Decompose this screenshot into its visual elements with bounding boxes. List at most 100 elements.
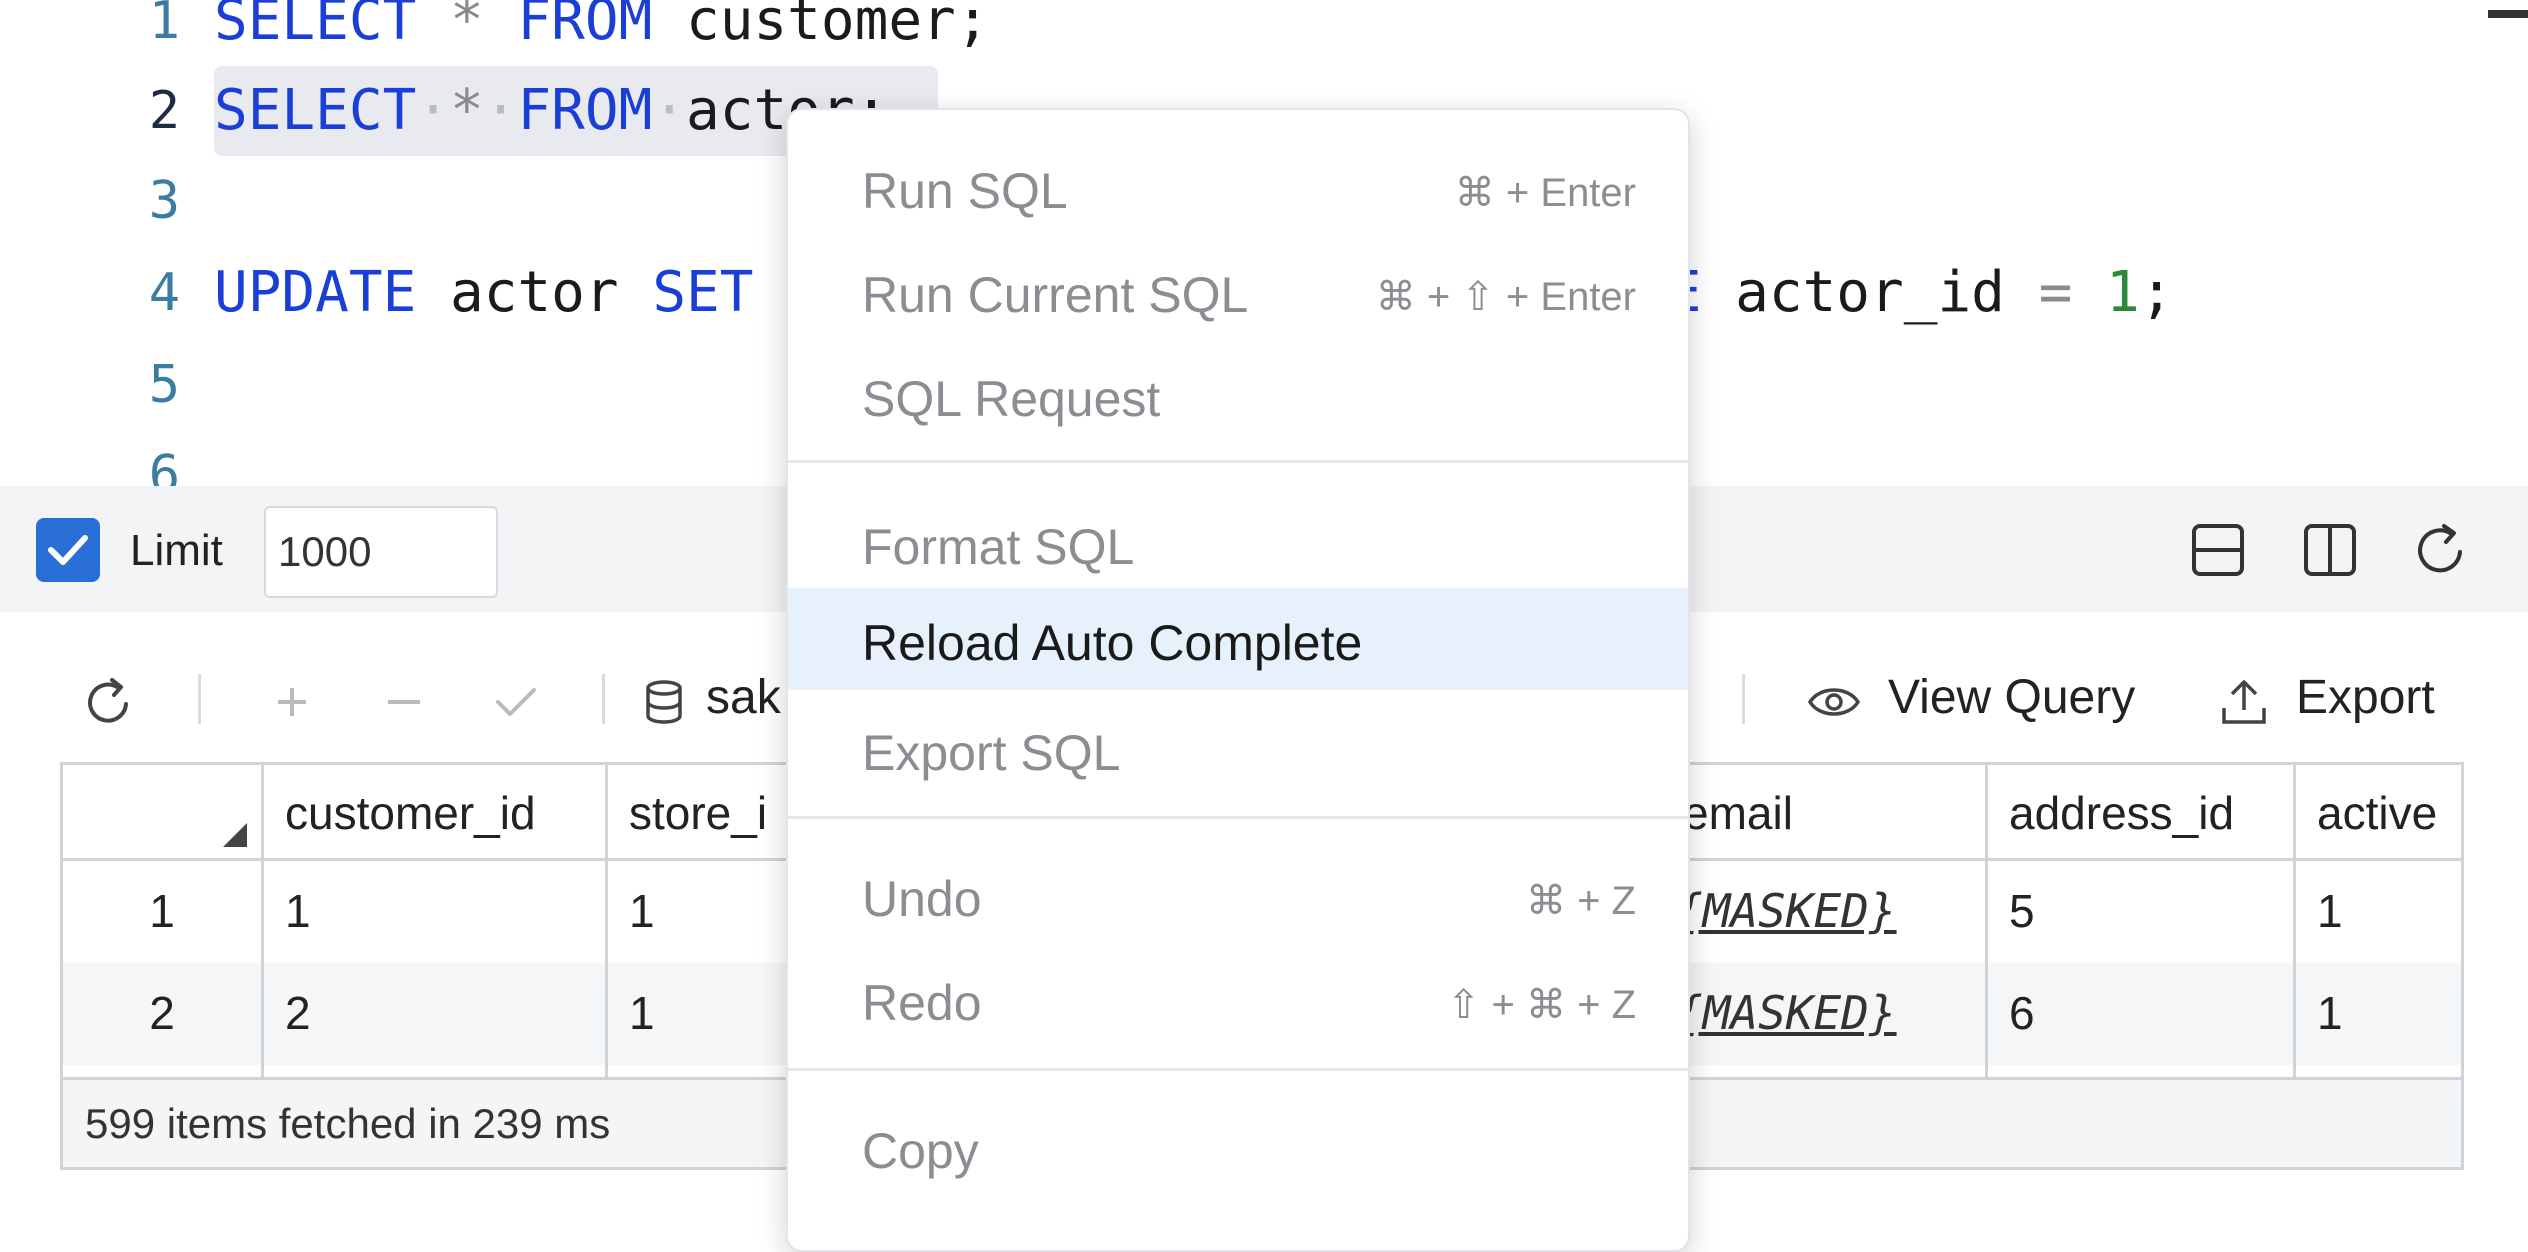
line-number: 5: [148, 355, 180, 415]
line-number: 3: [148, 171, 180, 231]
whitespace-marker: ·: [483, 78, 518, 143]
limit-input[interactable]: [264, 506, 498, 598]
cell-store-id[interactable]: 1: [629, 885, 655, 937]
scrollbar-marker[interactable]: [2488, 10, 2528, 18]
keyword: SET: [652, 260, 754, 325]
editor-line-1[interactable]: 1 SELECT * FROM customer;: [0, 0, 2480, 66]
sort-corner-icon[interactable]: [223, 823, 247, 847]
menu-item-label: Format SQL: [862, 519, 1135, 575]
column-divider[interactable]: [261, 765, 264, 1077]
menu-item-reload-auto-complete[interactable]: Reload Auto Complete: [788, 588, 1688, 690]
column-divider[interactable]: [1985, 765, 1988, 1077]
editor-line-6[interactable]: 6: [0, 430, 2480, 486]
cell-address-id[interactable]: 6: [2009, 987, 2035, 1039]
reload-results-icon[interactable]: [84, 676, 136, 728]
column-header-active[interactable]: active: [2317, 787, 2438, 839]
menu-item-redo[interactable]: Redo ⇧ + ⌘ + Z: [788, 948, 1688, 1050]
menu-item-sql-request[interactable]: SQL Request: [788, 344, 1688, 446]
results-toolbar: sak View Query Export: [0, 640, 2528, 760]
limit-label: Limit: [130, 526, 223, 575]
fetch-status-text: 599 items fetched in 239 ms: [85, 1100, 611, 1147]
menu-item-shortcut: ⇧ + ⌘ + Z: [1446, 983, 1636, 1027]
line-code: UPDATE actor SET: [214, 248, 753, 338]
limit-checkbox[interactable]: [36, 518, 100, 582]
whitespace-marker: ·: [416, 78, 451, 143]
split-vertical-icon[interactable]: [2302, 522, 2358, 578]
menu-item-shortcut: ⌘ + Z: [1525, 879, 1636, 923]
line-number: 6: [148, 445, 180, 486]
line-code: SELECT * FROM customer;: [214, 0, 989, 66]
add-row-icon[interactable]: [266, 676, 318, 728]
editor-line-5[interactable]: 5: [0, 340, 2480, 430]
column-header-email[interactable]: email: [1683, 787, 1793, 839]
export-button[interactable]: Export: [2296, 671, 2435, 724]
row-number: 2: [149, 987, 175, 1039]
cell-active[interactable]: 1: [2317, 885, 2343, 937]
keyword: FROM: [517, 0, 653, 53]
line-number: 4: [148, 263, 180, 323]
menu-item-label: Run Current SQL: [862, 267, 1249, 323]
editor-context-menu: Run SQL ⌘ + Enter Run Current SQL ⌘ + ⇧ …: [786, 108, 1690, 1252]
menu-item-format-sql[interactable]: Format SQL: [788, 492, 1688, 594]
column-header-store-id[interactable]: store_i: [629, 787, 768, 839]
column-divider[interactable]: [605, 765, 608, 1077]
menu-item-export-sql[interactable]: Export SQL: [788, 698, 1688, 800]
keyword: SELECT: [214, 0, 417, 53]
menu-item-label: Reload Auto Complete: [862, 615, 1363, 671]
cell-store-id[interactable]: 1: [629, 987, 655, 1039]
semicolon: ;: [2139, 260, 2174, 325]
datasource-label[interactable]: sak: [706, 671, 781, 724]
keyword: SELECT: [214, 78, 417, 143]
menu-item-shortcut: ⌘ + ⇧ + Enter: [1375, 275, 1636, 319]
toolbar-divider: [1742, 674, 1745, 724]
database-icon: [646, 680, 682, 724]
operator: =: [2038, 260, 2073, 325]
menu-item-run-sql[interactable]: Run SQL ⌘ + Enter: [788, 136, 1688, 238]
cell-email-masked[interactable]: {MASKED}: [1675, 884, 1897, 938]
editor-line-3[interactable]: 3: [0, 156, 2480, 246]
identifier: customer;: [652, 0, 990, 53]
column-header-address-id[interactable]: address_id: [2009, 787, 2235, 839]
menu-item-label: Copy: [862, 1123, 979, 1179]
delete-row-icon[interactable]: [378, 676, 430, 728]
whitespace-marker: ·: [652, 78, 687, 143]
grid-header: customer_id store_i email address_id act…: [63, 765, 2461, 861]
line-number: 2: [148, 81, 180, 141]
line-number: 1: [148, 0, 180, 51]
menu-item-label: Export SQL: [862, 725, 1121, 781]
menu-item-shortcut: ⌘ + Enter: [1454, 171, 1636, 215]
menu-item-undo[interactable]: Undo ⌘ + Z: [788, 844, 1688, 946]
cell-customer-id[interactable]: 2: [285, 987, 311, 1039]
menu-item-label: Redo: [862, 975, 982, 1031]
toolbar-divider: [198, 674, 201, 724]
view-query-button[interactable]: View Query: [1888, 671, 2136, 724]
refresh-icon[interactable]: [2414, 522, 2470, 578]
menu-item-label: SQL Request: [862, 371, 1161, 427]
cell-active[interactable]: 1: [2317, 987, 2343, 1039]
identifier: actor_id: [1701, 260, 2039, 325]
keyword: FROM: [517, 78, 653, 143]
table-row[interactable]: 1 1 1 {MASKED} 5 1: [63, 861, 2461, 963]
cell-customer-id[interactable]: 1: [285, 885, 311, 937]
identifier: actor: [416, 260, 653, 325]
operator: *: [416, 0, 518, 53]
check-icon: [48, 535, 88, 565]
cell-address-id[interactable]: 5: [2009, 885, 2035, 937]
line-code-tail: RE actor_id = 1;: [1634, 248, 2173, 338]
operator: *: [450, 78, 484, 143]
column-divider[interactable]: [2293, 765, 2296, 1077]
split-horizontal-icon[interactable]: [2190, 522, 2246, 578]
menu-item-run-current-sql[interactable]: Run Current SQL ⌘ + ⇧ + Enter: [788, 240, 1688, 342]
cell-email-masked[interactable]: {MASKED}: [1675, 986, 1897, 1040]
menu-separator: [788, 1068, 1688, 1071]
menu-item-copy[interactable]: Copy: [788, 1096, 1688, 1198]
space: [2072, 260, 2106, 325]
export-upload-icon: [2222, 680, 2266, 724]
column-header-customer-id[interactable]: customer_id: [285, 787, 536, 839]
row-number: 1: [149, 885, 175, 937]
keyword: UPDATE: [214, 260, 417, 325]
menu-item-label: Undo: [862, 871, 982, 927]
number-literal: 1: [2106, 260, 2140, 325]
commit-check-icon[interactable]: [490, 676, 542, 728]
menu-separator: [788, 460, 1688, 463]
